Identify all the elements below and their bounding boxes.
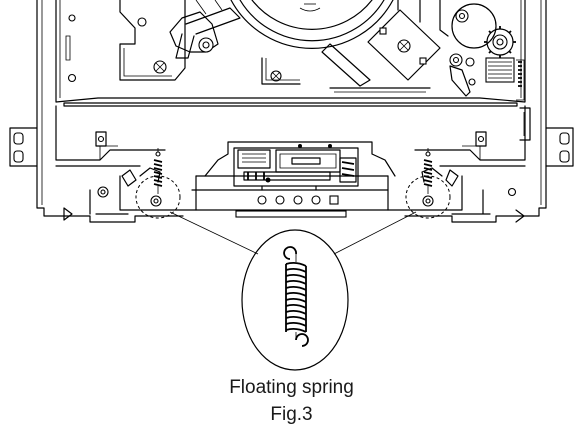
top-left-bracket bbox=[65, 0, 186, 83]
leader-lines bbox=[169, 211, 417, 255]
caption-label: Floating spring bbox=[229, 377, 354, 398]
gear-cluster bbox=[439, 0, 531, 141]
right-block bbox=[367, 0, 441, 81]
right-spring-assembly bbox=[405, 148, 459, 219]
right-side-tab bbox=[545, 127, 574, 167]
central-mechanism bbox=[204, 141, 396, 191]
turntable bbox=[230, 0, 431, 93]
left-lever bbox=[169, 0, 241, 59]
spring-detail-callout bbox=[241, 229, 349, 371]
left-side-tab bbox=[9, 127, 38, 167]
lower-bracket bbox=[63, 131, 525, 223]
figure-number: Fig.3 bbox=[270, 404, 313, 425]
left-spring-assembly bbox=[121, 148, 181, 219]
chassis-frame bbox=[36, 0, 547, 223]
